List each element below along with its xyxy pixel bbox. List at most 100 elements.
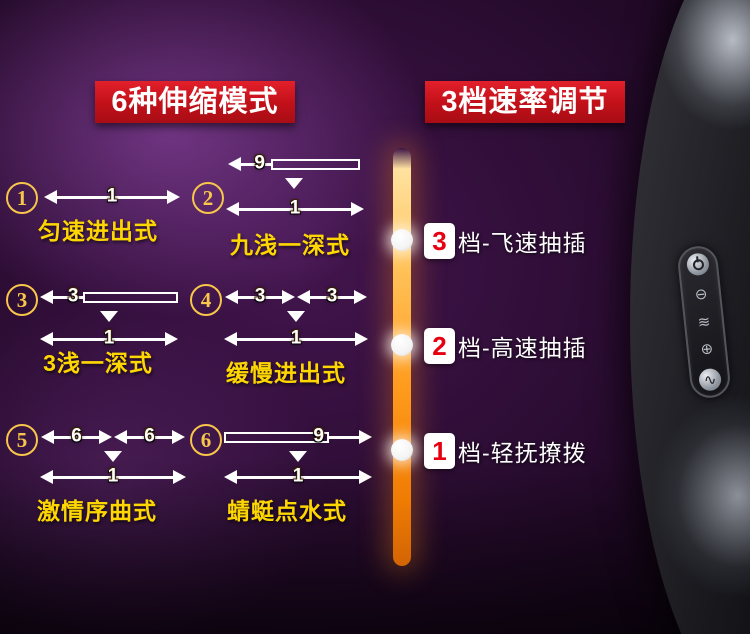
- arrow-left-head-icon: [41, 430, 54, 444]
- arrow-line: [239, 207, 351, 211]
- speed-number-badge: 2: [424, 328, 455, 364]
- mode-4-arrow-top: 3 3: [224, 286, 368, 307]
- mode-3-label: 3浅一深式: [43, 350, 153, 376]
- banner-stroke-modes: 6种伸缩模式: [95, 81, 295, 123]
- arrow-line: [53, 475, 173, 479]
- mode-3-arrow-bottom: 1: [40, 327, 178, 349]
- mode-5-arrow-bottom: 1: [40, 465, 186, 487]
- mode-6-label: 蜻蜓点水式: [227, 498, 347, 524]
- mode-wave-button-icon: ∿: [697, 367, 723, 392]
- arrow-left-head-icon: [225, 290, 238, 304]
- speed-row-3: 3 档-飞速抽插: [424, 220, 587, 262]
- down-triangle-icon: [287, 311, 305, 322]
- arrow-right-head-icon: [172, 430, 185, 444]
- mode-1-circled-number: 1: [6, 182, 38, 214]
- plus-icon: ⊕: [699, 339, 714, 359]
- arrow-right-head-icon: [167, 190, 180, 204]
- mode-2-arrow-top: 9: [228, 152, 360, 174]
- mode-2-label: 九浅一深式: [230, 232, 350, 258]
- stroke-count: 1: [289, 197, 301, 219]
- arrow-line: [329, 435, 359, 439]
- stroke-count: 1: [106, 185, 118, 207]
- speed-label: 档-高速抽插: [458, 335, 587, 361]
- arrow-line: [57, 195, 167, 199]
- mode-5-circled-number: 5: [6, 424, 38, 456]
- arrow-line: [53, 295, 83, 299]
- arrow-segment: 6: [114, 426, 185, 447]
- speed-3-marker: [391, 229, 413, 251]
- mode-6-arrow-bottom: 1: [224, 465, 372, 487]
- arrow-line: [241, 162, 271, 166]
- down-triangle-icon: [285, 178, 303, 189]
- stroke-count: 1: [292, 465, 304, 487]
- arrow-segment: 6: [41, 426, 112, 447]
- mode-2-arrow-bottom: 1: [226, 197, 364, 219]
- stroke-count: 9: [254, 152, 265, 174]
- speed-1-marker: [391, 439, 413, 461]
- mode-1-label: 匀速进出式: [38, 218, 158, 244]
- arrow-segment: 3: [225, 286, 295, 307]
- mode-2-circled-number: 2: [192, 182, 224, 214]
- mode-3-circled-number: 3: [6, 284, 38, 316]
- stroke-count: 9: [313, 425, 325, 447]
- arrow-right-head-icon: [359, 470, 372, 484]
- arrow-right-head-icon: [282, 290, 295, 304]
- stroke-count: 3: [67, 285, 79, 307]
- arrow-left-head-icon: [224, 332, 237, 346]
- speed-label: 档-飞速抽插: [458, 230, 587, 256]
- stroke-count: 6: [71, 425, 82, 447]
- mode-5-label: 激情序曲式: [37, 498, 157, 524]
- mode-6-circled-number: 6: [190, 424, 222, 456]
- arrow-line: [54, 435, 99, 439]
- speed-label: 档-轻抚撩拨: [458, 440, 587, 466]
- arrow-segment: 3: [297, 286, 367, 307]
- hollow-bar: [224, 431, 329, 443]
- speed-2-marker: [391, 334, 413, 356]
- stroke-count: 6: [144, 425, 155, 447]
- arrow-left-head-icon: [224, 470, 237, 484]
- arrow-right-head-icon: [359, 430, 372, 444]
- mode-6-arrow-top: 9: [224, 425, 372, 447]
- speed-number-badge: 1: [424, 433, 455, 469]
- mode-3-arrow-top: 3: [40, 285, 178, 307]
- speed-row-2: 2 档-高速抽插: [424, 325, 587, 367]
- arrow-line: [237, 337, 355, 341]
- vibration-wave-icon: ≋: [696, 312, 712, 332]
- arrow-right-head-icon: [354, 290, 367, 304]
- stroke-count: 3: [326, 285, 338, 307]
- arrow-line: [310, 295, 354, 299]
- hollow-bar: [271, 158, 360, 170]
- power-button-icon: [685, 252, 711, 277]
- down-triangle-icon: [100, 311, 118, 322]
- arrow-left-head-icon: [228, 157, 241, 171]
- arrow-left-head-icon: [114, 430, 127, 444]
- down-triangle-icon: [289, 451, 307, 462]
- arrow-line: [53, 337, 165, 341]
- arrow-right-head-icon: [351, 202, 364, 216]
- mode-4-arrow-bottom: 1: [224, 327, 368, 349]
- speed-number-badge: 3: [424, 223, 455, 259]
- mode-1-arrow: 1: [44, 185, 180, 207]
- arrow-right-head-icon: [165, 332, 178, 346]
- arrow-left-head-icon: [40, 290, 53, 304]
- mode-4-label: 缓慢进出式: [226, 360, 346, 386]
- down-triangle-icon: [104, 451, 122, 462]
- stroke-count: 1: [103, 327, 115, 349]
- arrow-right-head-icon: [355, 332, 368, 346]
- power-icon: [691, 258, 704, 271]
- speed-row-1: 1 档-轻抚撩拨: [424, 430, 587, 472]
- arrow-left-head-icon: [226, 202, 239, 216]
- arrow-line: [237, 475, 359, 479]
- arrow-left-head-icon: [40, 470, 53, 484]
- arrow-line: [127, 435, 172, 439]
- hollow-bar: [83, 291, 178, 303]
- minus-icon: ⊖: [694, 285, 709, 305]
- arrow-left-head-icon: [44, 190, 57, 204]
- mode-4-circled-number: 4: [190, 284, 222, 316]
- speed-gradient-bar: [393, 148, 411, 566]
- sine-icon: ∿: [702, 370, 718, 389]
- arrow-right-head-icon: [99, 430, 112, 444]
- mode-5-arrow-top: 6 6: [40, 426, 186, 447]
- stroke-count: 1: [107, 465, 119, 487]
- stroke-count: 1: [290, 327, 302, 349]
